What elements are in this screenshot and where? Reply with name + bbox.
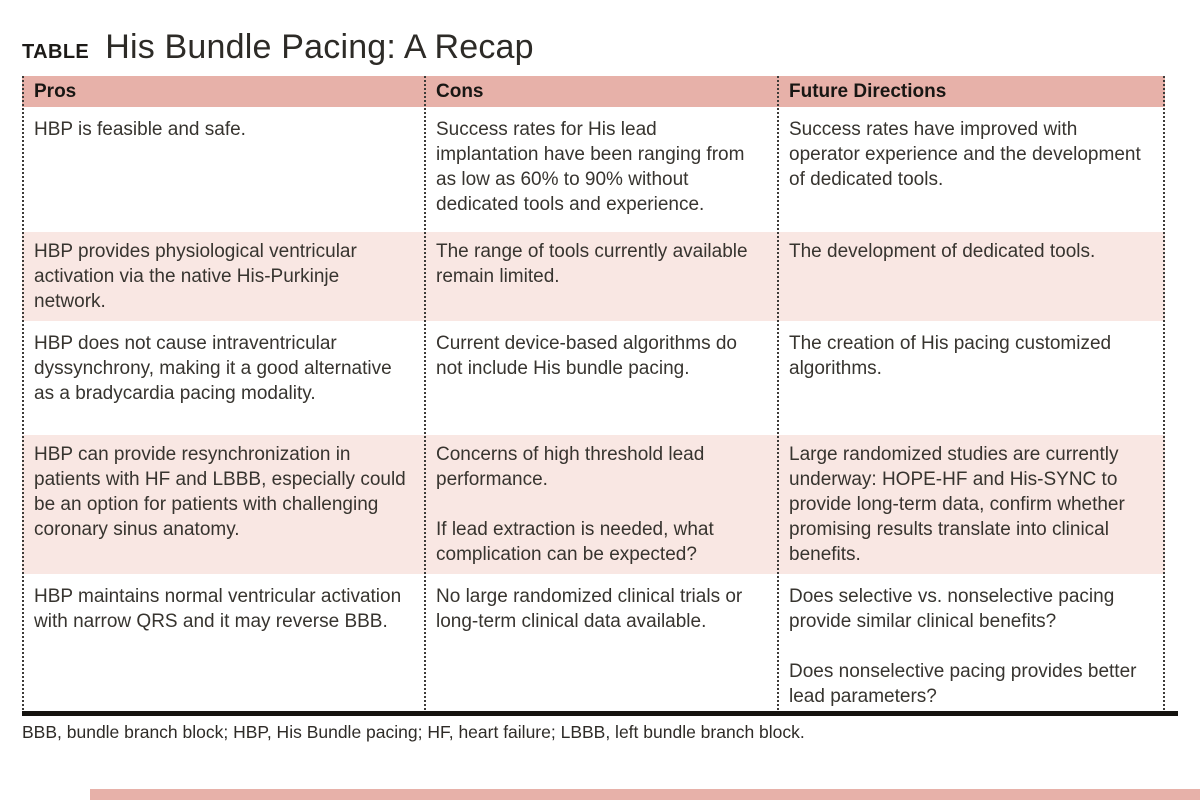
cell-pros: HBP does not cause intraventricular dyss… [34, 333, 392, 404]
table-row: HBP can provide resynchronization in pat… [22, 435, 1165, 577]
table-row: HBP provides physiological ventricular a… [22, 232, 1165, 324]
cell-pros: HBP provides physiological ventricular a… [34, 241, 357, 312]
cell-cons: Concerns of high threshold lead performa… [436, 444, 714, 565]
cell-cons: The range of tools currently available r… [436, 241, 748, 287]
abbreviations-footnote: BBB, bundle branch block; HBP, His Bundl… [22, 722, 805, 742]
table-bottom-rule [22, 711, 1178, 716]
cell-future: Does selective vs. nonselective pacing p… [789, 586, 1137, 707]
cell-future: The development of dedicated tools. [789, 241, 1096, 262]
cell-future: Success rates have improved with operato… [789, 119, 1141, 190]
table-heading: TABLE His Bundle Pacing: A Recap [22, 28, 534, 67]
cell-cons: Current device-based algorithms do not i… [436, 333, 737, 379]
column-divider-dotted [424, 76, 426, 710]
cell-cons: No large randomized clinical trials or l… [436, 586, 743, 632]
cell-pros: HBP maintains normal ventricular activat… [34, 586, 402, 632]
column-header-future-directions: Future Directions [789, 81, 947, 102]
cell-pros: HBP can provide resynchronization in pat… [34, 444, 406, 540]
table-right-dotted-border [1163, 76, 1165, 710]
column-divider-dotted [777, 76, 779, 710]
page-bottom-band [90, 789, 1200, 800]
column-header-pros: Pros [34, 81, 77, 102]
recap-table: Pros Cons Future Directions HBP is feasi… [22, 76, 1165, 719]
cell-future: Large randomized studies are currently u… [789, 444, 1125, 565]
table-left-dotted-border [22, 76, 24, 710]
cell-future: The creation of His pacing customized al… [789, 333, 1112, 379]
page-title: His Bundle Pacing: A Recap [105, 28, 534, 66]
table-row: HBP is feasible and safe. Success rates … [22, 110, 1165, 232]
table-kicker: TABLE [22, 41, 90, 63]
table-header-row: Pros Cons Future Directions [22, 76, 1165, 110]
cell-cons: Success rates for His lead implantation … [436, 119, 745, 215]
cell-pros: HBP is feasible and safe. [34, 119, 246, 140]
column-header-cons: Cons [436, 81, 484, 102]
table-row: HBP does not cause intraventricular dyss… [22, 324, 1165, 435]
table-row: HBP maintains normal ventricular activat… [22, 577, 1165, 719]
